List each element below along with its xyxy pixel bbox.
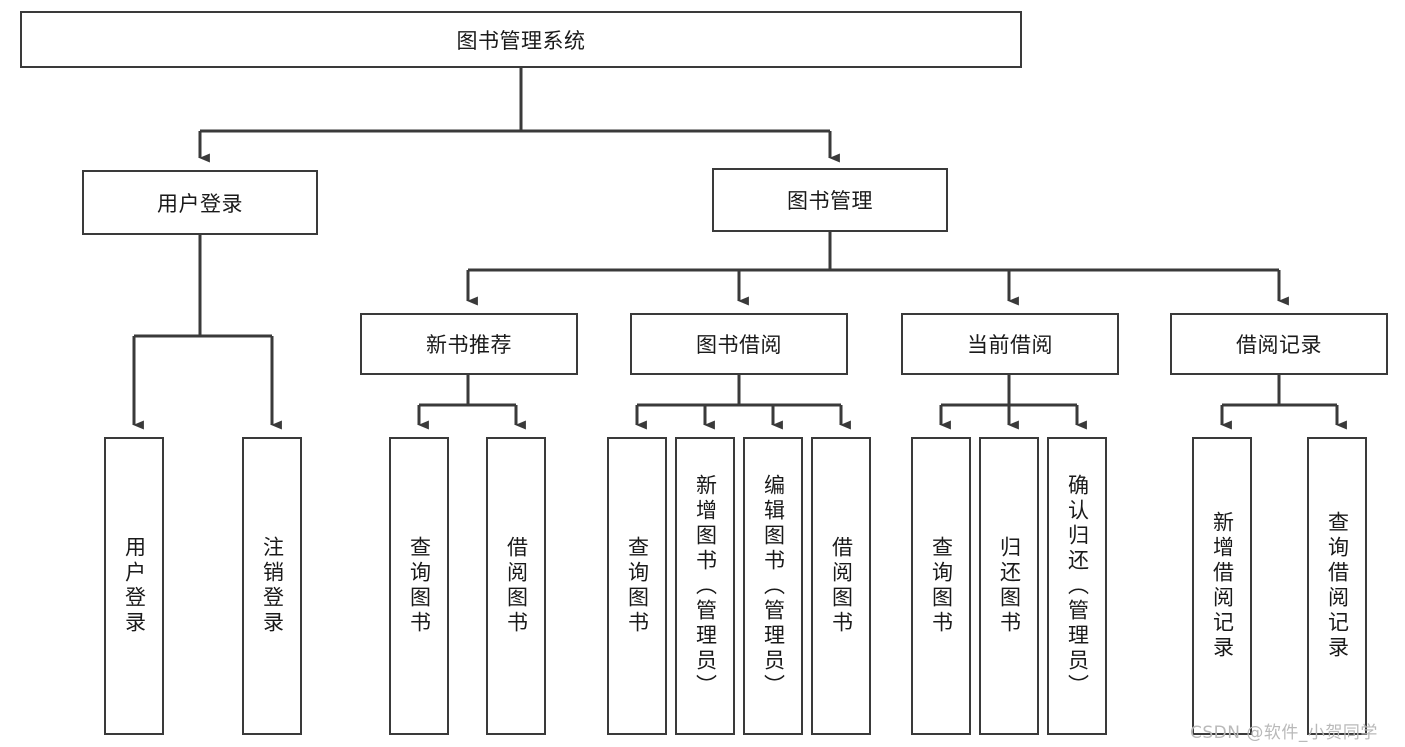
node-leaf-add-record[interactable]: 新增借阅记录 [1192, 437, 1252, 735]
node-leaf-user-login[interactable]: 用户登录 [104, 437, 164, 735]
node-leaf-query-book-3-label: 查询图书 [929, 536, 954, 636]
node-leaf-edit-book[interactable]: 编辑图书（管理员） [743, 437, 803, 735]
node-book-borrow-label: 图书借阅 [696, 333, 782, 357]
node-leaf-borrow-book-1-label: 借阅图书 [504, 536, 529, 636]
node-current-borrow[interactable]: 当前借阅 [901, 313, 1119, 375]
node-new-book-rec-label: 新书推荐 [426, 333, 512, 357]
node-root[interactable]: 图书管理系统 [20, 11, 1022, 68]
node-leaf-edit-book-label: 编辑图书（管理员） [761, 473, 786, 699]
node-leaf-query-book-2[interactable]: 查询图书 [607, 437, 667, 735]
node-leaf-add-record-label: 新增借阅记录 [1210, 511, 1235, 661]
csdn-watermark: CSDN @软件_小贺同学 [1190, 723, 1378, 743]
node-new-book-rec[interactable]: 新书推荐 [360, 313, 578, 375]
node-book-mgmt-label: 图书管理 [787, 189, 873, 213]
node-leaf-logout-label: 注销登录 [260, 536, 285, 636]
node-borrow-record-label: 借阅记录 [1236, 333, 1322, 357]
node-leaf-borrow-book-1[interactable]: 借阅图书 [486, 437, 546, 735]
node-leaf-confirm-return-label: 确认归还（管理员） [1065, 473, 1090, 699]
node-current-borrow-label: 当前借阅 [967, 333, 1053, 357]
node-book-borrow[interactable]: 图书借阅 [630, 313, 848, 375]
node-leaf-query-record[interactable]: 查询借阅记录 [1307, 437, 1367, 735]
node-leaf-query-book-3[interactable]: 查询图书 [911, 437, 971, 735]
node-borrow-record[interactable]: 借阅记录 [1170, 313, 1388, 375]
node-user-login[interactable]: 用户登录 [82, 170, 318, 235]
node-leaf-return-book[interactable]: 归还图书 [979, 437, 1039, 735]
node-leaf-query-book-1[interactable]: 查询图书 [389, 437, 449, 735]
node-leaf-borrow-book-2-label: 借阅图书 [829, 536, 854, 636]
node-root-label: 图书管理系统 [456, 28, 586, 53]
node-leaf-logout[interactable]: 注销登录 [242, 437, 302, 735]
node-leaf-user-login-label: 用户登录 [122, 536, 147, 636]
node-leaf-query-book-1-label: 查询图书 [407, 536, 432, 636]
node-leaf-borrow-book-2[interactable]: 借阅图书 [811, 437, 871, 735]
node-leaf-query-record-label: 查询借阅记录 [1325, 511, 1350, 661]
node-user-login-label: 用户登录 [157, 191, 243, 216]
node-leaf-add-book[interactable]: 新增图书（管理员） [675, 437, 735, 735]
node-leaf-return-book-label: 归还图书 [997, 536, 1022, 636]
node-leaf-add-book-label: 新增图书（管理员） [693, 473, 718, 699]
node-leaf-confirm-return[interactable]: 确认归还（管理员） [1047, 437, 1107, 735]
node-book-mgmt[interactable]: 图书管理 [712, 168, 948, 232]
node-leaf-query-book-2-label: 查询图书 [625, 536, 650, 636]
